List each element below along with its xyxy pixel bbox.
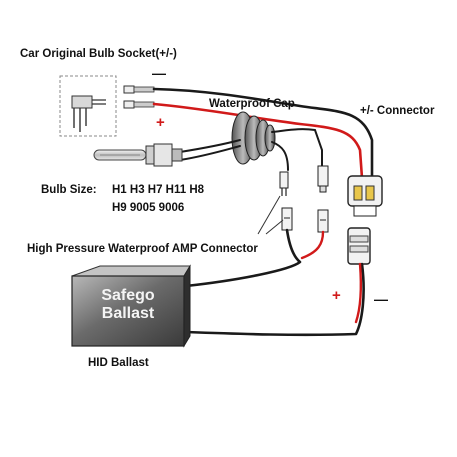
bulb-sizes-row2: H9 9005 9006 bbox=[112, 202, 184, 214]
bulb-sizes-row1: H1 H3 H7 H11 H8 bbox=[112, 184, 205, 196]
ballast-minus-sign: — bbox=[374, 291, 388, 307]
ballast-wires bbox=[184, 228, 365, 337]
hid-ballast-label: HID Ballast bbox=[88, 357, 149, 369]
socket-label: Car Original Bulb Socket(+/-) bbox=[20, 48, 177, 60]
waterproof-cap-label: Waterproof Cap bbox=[209, 98, 295, 110]
bulb-size-label: Bulb Size: bbox=[41, 184, 97, 196]
pm-connector-label: +/- Connector bbox=[360, 105, 435, 117]
bulb-socket bbox=[59, 75, 117, 137]
hid-bulb bbox=[93, 143, 183, 167]
socket-minus-sign: — bbox=[152, 65, 166, 81]
ballast-word-text: Ballast bbox=[102, 305, 155, 322]
socket-wires bbox=[152, 87, 374, 180]
amp-pointer-lines bbox=[257, 195, 284, 235]
ballast-brand-text: Safego bbox=[101, 287, 155, 304]
bulb-wires bbox=[179, 128, 323, 173]
pm-connector-top bbox=[347, 175, 383, 217]
ballast-plus-sign: + bbox=[332, 287, 341, 304]
amp-connector-lower bbox=[281, 207, 329, 233]
amp-connector-label: High Pressure Waterproof AMP Connector bbox=[27, 243, 258, 255]
amp-connector-upper bbox=[279, 165, 329, 196]
hid-ballast bbox=[71, 264, 191, 348]
pm-connector-bottom bbox=[347, 227, 371, 265]
socket-terminals bbox=[123, 85, 155, 109]
waterproof-cap bbox=[231, 111, 276, 165]
socket-plus-sign: + bbox=[156, 114, 165, 131]
